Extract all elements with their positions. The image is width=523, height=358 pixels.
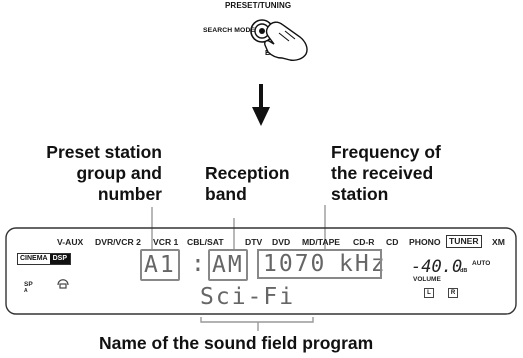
freq-callout: Frequency of the received station (331, 142, 441, 205)
source-xm: XM (492, 237, 505, 247)
program-bracket (200, 317, 314, 323)
preset-callout-line3: number (97, 184, 162, 204)
preset-callout: Preset station group and number (29, 142, 162, 205)
knob-title: PRESET/TUNING (225, 1, 292, 10)
down-arrow-icon (252, 84, 270, 126)
source-dvd: DVD (272, 237, 291, 247)
freq-callout-line1: Frequency of (331, 142, 441, 162)
source-dvr-vcr2: DVR/VCR 2 (95, 237, 141, 247)
source-phono: PHONO (409, 237, 441, 247)
preset-tuning-knob (250, 19, 274, 43)
auto-label: AUTO (472, 260, 491, 267)
reception-band-display: AM (208, 249, 248, 281)
program-callout: Name of the sound field program (99, 333, 374, 353)
program-name-display: Sci-Fi (200, 284, 296, 310)
volume-label: VOLUME (413, 276, 441, 283)
band-callout-line2: band (205, 184, 247, 204)
preset-callout-line1: Preset station (46, 142, 162, 162)
source-cd: CD (386, 237, 399, 247)
search-mode-label: SEARCH MODE (203, 27, 256, 34)
source-cd-r: CD-R (353, 237, 375, 247)
hand-icon (264, 21, 308, 61)
speaker-boxes: L R (424, 288, 458, 298)
speaker-indicator-icon (57, 279, 69, 289)
source-vcr1: VCR 1 (153, 237, 179, 247)
left-channel-box: L (424, 288, 434, 298)
freq-callout-line3: station (331, 184, 389, 204)
dsp-logo-text: DSP (49, 254, 71, 264)
freq-callout-line2: the received (331, 163, 434, 183)
frequency-unit-display: kHz (339, 251, 387, 277)
source-md-tape: MD/TAPE (302, 237, 341, 247)
cinema-logo-text: CINEMA (18, 254, 50, 264)
source-v-aux: V-AUX (57, 237, 84, 247)
band-callout-line1: Reception (205, 163, 290, 183)
db-label: dB (460, 268, 468, 274)
preset-callout-line2: group and (76, 163, 162, 183)
volume-value-display: -40.0 (411, 257, 463, 277)
sp-a-label: A (24, 288, 28, 294)
source-cbl-sat: CBL/SAT (187, 237, 224, 247)
front-panel-display (5, 227, 517, 315)
cinema-dsp-logo: CINEMA DSP (17, 253, 72, 265)
right-channel-box: R (448, 288, 458, 298)
source-tuner: TUNER (446, 235, 482, 248)
display-colon: : (191, 251, 207, 277)
sp-label: SP (24, 281, 33, 288)
frequency-display: 1070 (263, 251, 327, 277)
preset-number-display: A1 (140, 249, 180, 281)
band-callout: Reception band (205, 163, 290, 205)
source-dtv: DTV (245, 237, 263, 247)
